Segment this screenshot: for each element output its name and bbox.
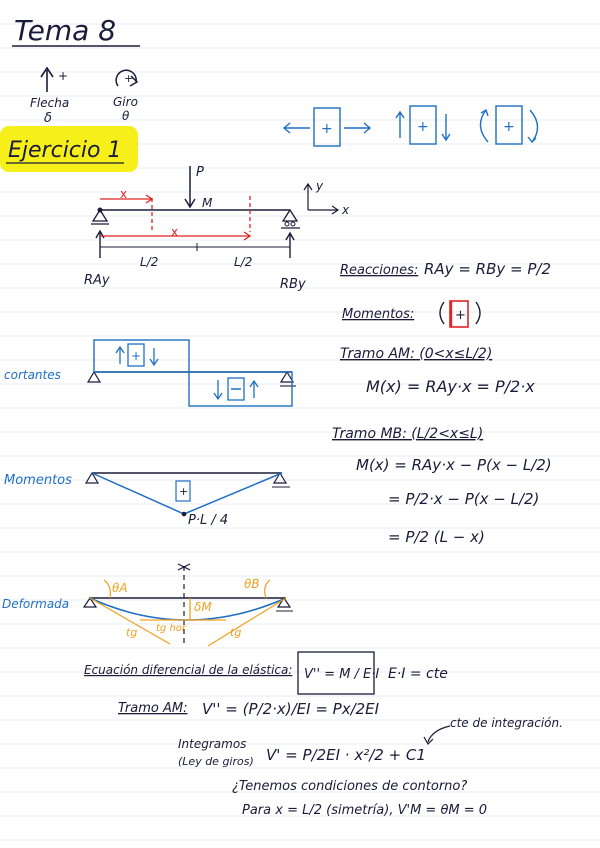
svg-text:x: x (171, 225, 178, 239)
svg-text:+: + (321, 121, 333, 137)
giro-legend: + Giro θ (113, 69, 139, 123)
condiciones-text: ¿Tenemos condiciones de contorno? (232, 779, 467, 794)
momentos-diagram-label: Momentos (4, 473, 72, 488)
reaction-a-label: RAy (84, 273, 110, 288)
midpoint-label: M (202, 196, 213, 210)
giro-symbol: θ (122, 109, 130, 123)
svg-text:+: + (124, 72, 133, 85)
deformada-diagram: Deformada θA θB δM tg tg hor tg (2, 563, 293, 647)
svg-text:+: + (417, 119, 429, 135)
load-label: P (196, 165, 204, 180)
axis-y-label: y (315, 179, 324, 193)
svg-text:+: + (503, 119, 515, 135)
integramos-label: Integramos (178, 737, 246, 751)
para-text: Para x = L/2 (simetría), V'M = θM = 0 (242, 803, 487, 818)
tramo-mb-line3: = P/2 (L − x) (388, 528, 485, 546)
deformada-label: Deformada (2, 597, 69, 611)
ecuacion-boxed: V'' = M / E·I (304, 667, 379, 682)
delta-m-label: δM (194, 600, 212, 614)
flecha-label: Flecha (30, 96, 69, 110)
tramo-am-header: Tramo AM: (0<x≤L/2) (340, 346, 492, 362)
integramos-expr: V' = P/2EI · x²/2 + C1 (266, 746, 426, 764)
integramos-note: cte de integración. (450, 716, 563, 730)
flecha-legend: + Flecha δ (30, 66, 69, 126)
svg-text:+: + (58, 69, 68, 83)
svg-text:+: + (131, 349, 141, 363)
flecha-symbol: δ (44, 111, 52, 126)
tramo-mb-line1: M(x) = RAy·x − P(x − L/2) (356, 456, 552, 474)
tramo-mb-header: Tramo MB: (L/2<x≤L) (332, 426, 483, 442)
axis-x-label: x (341, 203, 350, 217)
ecuacion-label: Ecuación diferencial de la elástica: (84, 663, 292, 677)
tramo-am-diff-expr: V'' = (P/2·x)/EI = Px/2EI (202, 700, 380, 718)
theta-b-label: θB (244, 577, 260, 591)
beam-diagram: P M RAy RBy x (84, 165, 350, 292)
half-left-label: L/2 (140, 255, 158, 269)
svg-text:x: x (120, 187, 127, 201)
exercise-title: Ejercicio 1 (8, 138, 121, 163)
svg-text:+: + (455, 308, 466, 323)
tramo-am-diff-label: Tramo AM: (118, 701, 187, 716)
reacciones-label: Reacciones: (340, 263, 418, 278)
max-moment-label: P·L / 4 (188, 513, 228, 528)
momentos-sign-label: Momentos: (342, 307, 414, 322)
giro-label: Giro (113, 95, 138, 109)
ecuacion-constant: E·I = cte (388, 666, 448, 682)
integramos-sublabel: (Ley de giros) (178, 755, 254, 768)
tg-right-label: tg (230, 626, 241, 639)
reaction-b-label: RBy (280, 277, 306, 292)
cortantes-label: cortantes (4, 368, 61, 382)
sign-convention-axial: + (282, 107, 372, 147)
shear-diagram: cortantes + (4, 339, 296, 407)
theta-a-label: θA (112, 581, 128, 595)
svg-text:+: + (179, 485, 188, 498)
moment-sign-icon: + (439, 300, 481, 328)
sign-convention-shear: + (395, 105, 451, 145)
tg-left-label: tg (126, 626, 137, 639)
sign-convention-moment: + (479, 105, 539, 145)
reacciones-expr: RAy = RBy = P/2 (424, 260, 551, 278)
half-right-label: L/2 (234, 255, 252, 269)
ecuacion-box (297, 651, 375, 695)
tramo-am-expr: M(x) = RAy·x = P/2·x (366, 377, 535, 396)
page-title: Tema 8 (14, 14, 116, 47)
tramo-mb-line2: = P/2·x − P(x − L/2) (388, 490, 539, 508)
tg-hor-label: tg hor (156, 623, 187, 634)
moment-diagram: Momentos + P·L / 4 (4, 471, 290, 528)
exercise-highlight (0, 126, 138, 172)
